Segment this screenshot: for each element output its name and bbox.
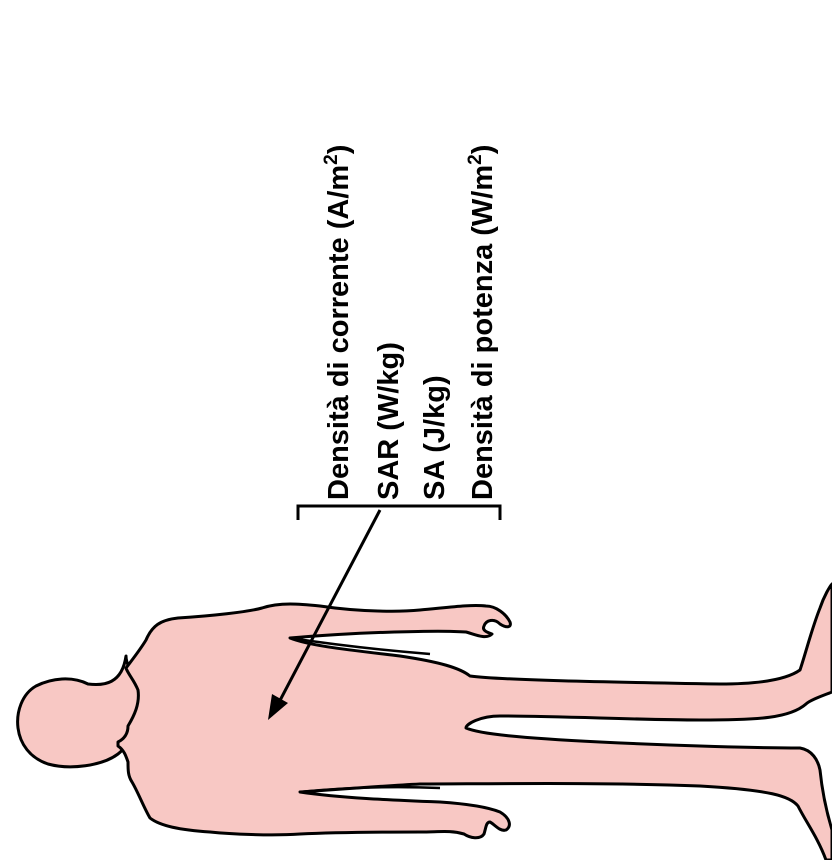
human-torso-and-limbs	[118, 584, 832, 860]
label-bracket	[298, 506, 500, 520]
sar-label: SAR (W/kg)	[373, 342, 405, 500]
power-density-label: Densità di potenza (W/m2)	[465, 145, 499, 500]
sa-label: SA (J/kg)	[419, 375, 451, 500]
current-density-label: Densità di corrente (A/m2)	[321, 145, 355, 500]
